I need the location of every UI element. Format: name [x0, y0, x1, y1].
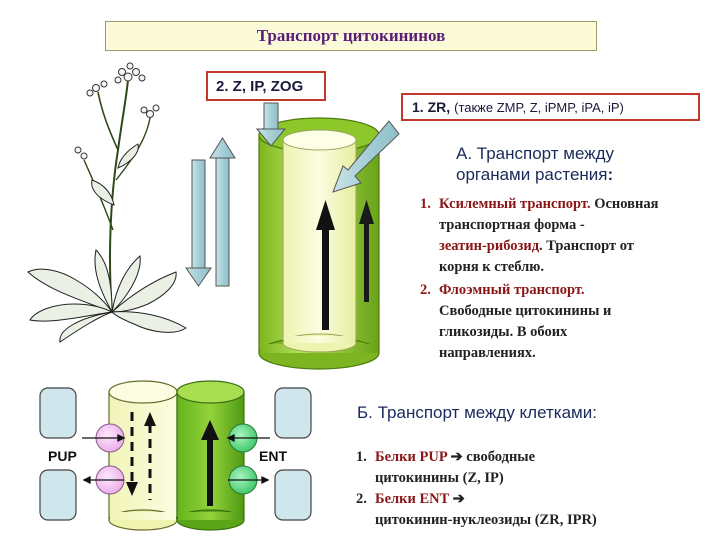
item-2-title: Флоэмный транспорт.	[439, 282, 585, 298]
section-a-heading-line2: органами растения	[456, 165, 608, 184]
left-cell-bottom	[39, 469, 77, 521]
phloem-arrow-up	[209, 137, 236, 287]
label-1-pointer-arrow	[332, 120, 400, 193]
b-item-2-number: 2.	[356, 491, 367, 507]
label-zeatin-riboside-main: 1. ZR,	[412, 99, 451, 115]
item-1-number: 1.	[420, 196, 431, 212]
item-2-number: 2.	[420, 282, 431, 298]
b-item-1-number: 1.	[356, 449, 367, 465]
plant-illustration	[27, 62, 187, 343]
item-1-line4: корня к стеблю.	[439, 259, 545, 275]
section-a-heading: А. Транспорт между органами растения:	[456, 143, 716, 185]
b-item-1-text1: свободные	[466, 449, 536, 465]
pup-label: PUP	[48, 448, 77, 464]
section-b-heading: Б. Транспорт между клетками:	[357, 403, 597, 422]
item-1-text3: . Транспорт от	[539, 238, 634, 254]
label-zeatin-riboside-extra: (также ZMP, Z, iPMP, iPA, iP)	[454, 99, 624, 115]
right-cell-bottom	[274, 469, 312, 521]
b-item-1-line2: цитокинины (Z, IP)	[375, 470, 504, 486]
section-a-item-1: 1. Ксилемный транспорт. Основная транспор…	[420, 194, 718, 278]
section-b-item-1: 1. Белки PUP ➔ свободные цитокинины (Z, I…	[356, 447, 716, 489]
section-b-item-2: 2. Белки ENT ➔ цитокинин-нуклеозиды (ZR, …	[356, 489, 716, 531]
phloem-arrow-up-inner	[359, 200, 374, 302]
page-title: Транспорт цитокининов	[105, 21, 597, 51]
item-1-title: Ксилемный транспорт.	[439, 196, 591, 212]
item-1-text1: Основная	[590, 196, 659, 212]
item-2-line4: направлениях.	[439, 345, 536, 361]
item-2-line3: гликозиды. В обоих	[439, 324, 568, 340]
label-2-pointer-arrow	[255, 102, 287, 147]
label-free-cytokinins: 2. Z, IP, ZOG	[206, 71, 326, 101]
right-cell-top	[274, 387, 312, 439]
ent-label: ENT	[259, 448, 287, 464]
item-2-line2: Свободные цитокинины и	[439, 303, 612, 319]
section-a-heading-colon: :	[607, 165, 614, 184]
item-1-highlight: зеатин-рибозид	[439, 238, 540, 254]
b-item-2-arrow-icon: ➔	[452, 491, 465, 507]
cell-transport-diagram	[39, 380, 312, 531]
b-item-2-title: Белки ENT	[375, 491, 450, 507]
dashed-arrow-up	[144, 412, 156, 500]
label-free-cytokinins-text: 2. Z, IP, ZOG	[216, 77, 304, 95]
label-zeatin-riboside: 1. ZR, (также ZMP, Z, iPMP, iPA, iP)	[401, 93, 700, 121]
b-item-1-arrow-icon: ➔	[450, 449, 463, 465]
section-a-item-2: 2. Флоэмный транспорт. Свободные цитокини…	[420, 280, 718, 364]
solid-arrow-up	[201, 420, 219, 506]
section-a-heading-line1: А. Транспорт между	[456, 144, 615, 163]
left-cell-top	[39, 387, 77, 439]
section-a-heading-line2-wrap: органами растения:	[456, 164, 716, 185]
b-item-2-line2: цитокинин-нуклеозиды (ZR, IPR)	[375, 512, 597, 528]
xylem-arrow-up	[316, 200, 335, 330]
item-1-line2: транспортная форма -	[439, 217, 585, 233]
b-item-1-title: Белки PUP	[375, 449, 447, 465]
dashed-arrow-down	[126, 412, 138, 496]
phloem-arrow-down	[185, 159, 212, 287]
